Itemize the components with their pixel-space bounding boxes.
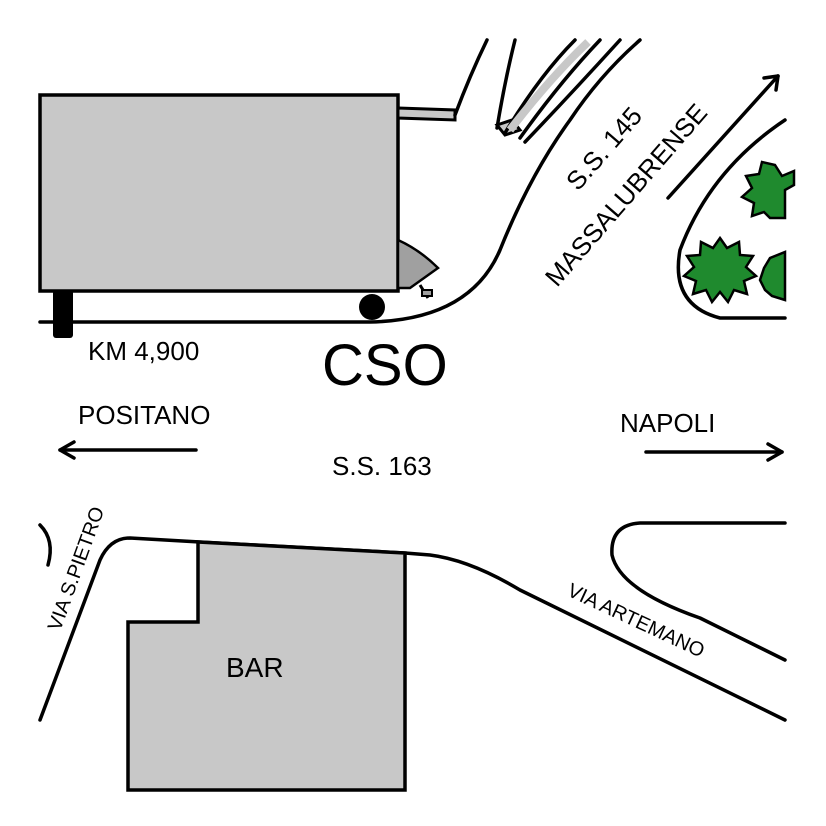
road-ss145: [38, 38, 642, 324]
arrow-napoli: [644, 442, 784, 462]
main-road-label: S.S. 163: [332, 451, 432, 481]
tree-icon: [681, 160, 796, 305]
arrow-massalubrense: [666, 74, 780, 200]
positano-label: POSITANO: [78, 400, 210, 430]
building-bar: [126, 540, 407, 792]
site-label: CSO: [322, 333, 448, 398]
km-marker-label: KM 4,900: [88, 336, 199, 366]
vehicle-icon: [396, 238, 440, 299]
via-s-pietro-label: VIA S.PIETRO: [44, 504, 109, 634]
location-dot-icon: [359, 294, 385, 320]
building-north: [38, 93, 400, 338]
wall-strip: [396, 106, 523, 137]
bar-label: BAR: [226, 652, 284, 683]
road-lower: [38, 521, 787, 722]
arrow-positano: [58, 440, 198, 460]
pillar-icon: [53, 290, 73, 338]
median-island: [676, 118, 796, 320]
napoli-label: NAPOLI: [620, 408, 715, 438]
